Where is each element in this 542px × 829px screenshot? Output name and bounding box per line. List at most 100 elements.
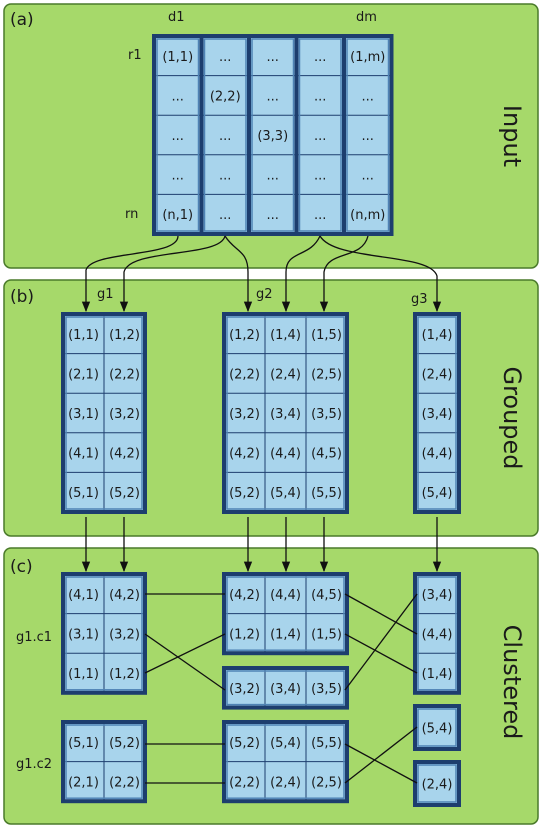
matrix-cell: (3,4) (270, 407, 301, 422)
matrix-cell: (4,2) (229, 447, 260, 462)
matrix-cell: (n,m) (350, 208, 385, 223)
panel-tag-a: (a) (10, 10, 34, 30)
matrix-cell: (2,5) (311, 367, 342, 382)
matrix-cell: (1,4) (422, 667, 453, 682)
matrix-cell: (3,5) (311, 682, 342, 697)
cluster-label-g1-c1: g1.c1 (16, 630, 52, 645)
cluster-g3a-block: (3,4)(4,4)(1,4) (413, 572, 461, 695)
matrix-cell: ... (314, 169, 326, 184)
matrix-cell: (5,4) (270, 486, 301, 501)
matrix-cell: (3,2) (109, 407, 140, 422)
matrix-cell: (4,5) (311, 447, 342, 462)
block-border (61, 720, 147, 804)
group-label-g2: g2 (256, 287, 273, 302)
block-inner-border (417, 316, 457, 510)
cells-layer: (1,1)......... (1,m)... (2,2).............… (61, 34, 461, 807)
matrix-cell: (3,1) (68, 627, 99, 642)
column-border (342, 34, 394, 236)
input-to-grouped-connectors (81, 235, 442, 313)
matrix-cell: (1,1) (68, 328, 99, 343)
matrix-cell: (4,2) (109, 447, 140, 462)
group-g3-block-bg (415, 314, 459, 512)
matrix-cell: (5,2) (229, 736, 260, 751)
matrix-cell: (4,4) (270, 447, 301, 462)
panel-tag-c: (c) (10, 557, 33, 577)
matrix-cell: ... (172, 169, 184, 184)
block-inner-border (417, 764, 457, 803)
block-inner-border (226, 316, 345, 510)
matrix-cell: (5,5) (311, 486, 342, 501)
matrix-cell: (5,4) (422, 722, 453, 737)
panel-tag-b: (b) (10, 287, 34, 307)
input-col-label-last: dm (356, 10, 377, 25)
matrix-cell: (2,1) (68, 367, 99, 382)
matrix-cell: (1,4) (270, 627, 301, 642)
matrix-cell: (3,3) (257, 129, 288, 144)
link-row3-g1-g2 (144, 633, 226, 691)
cluster-g1c1-block: (4,1)(4,2)(3,1)(3,2)(1,1)(1,2) (61, 572, 147, 695)
matrix-cell: (5,2) (109, 486, 140, 501)
input-matrix-bg (154, 36, 392, 234)
matrix-cell: (5,1) (68, 736, 99, 751)
matrix-cell: ... (267, 50, 279, 65)
group-label-g3: g3 (411, 292, 428, 307)
matrix-cell: (4,4) (422, 627, 453, 642)
link-row1-g1-g2 (144, 633, 226, 674)
matrix-cell: ... (314, 208, 326, 223)
block-inner-border (65, 724, 143, 799)
block-border (222, 572, 349, 656)
matrix-cell: (1,2) (229, 328, 260, 343)
matrix-cell: (4,4) (270, 588, 301, 603)
block-inner-border (417, 576, 457, 691)
group-g3-block: (1,4)(2,4)(3,4)(4,4)(5,4) (413, 312, 461, 514)
matrix-cell: ... (172, 129, 184, 144)
input-row-label-last: rn (125, 207, 138, 222)
matrix-cell: (3,4) (422, 407, 453, 422)
matrix-cell: (1,m) (350, 50, 385, 65)
group-g2-block: (1,2)(1,4)(1,5)(2,2)(2,4)(2,5)(3,2)(3,4)… (222, 312, 349, 514)
link-row1-g2-g3 (344, 633, 418, 674)
matrix-cell: (5,2) (229, 486, 260, 501)
block-inner-border (65, 576, 143, 691)
link-row2-g2-g3 (344, 726, 418, 784)
matrix-cell: ... (219, 129, 231, 144)
cluster-g2a-block: (4,2)(4,4)(4,5)(1,2)(1,4)(1,5) (222, 572, 349, 656)
matrix-cell: (2,4) (422, 778, 453, 793)
matrix-cell: (3,1) (68, 407, 99, 422)
cluster-label-g1-c2: g1.c2 (16, 757, 52, 772)
matrix-cell: (2,4) (270, 775, 301, 790)
block-inner-border (65, 316, 143, 510)
matrix-cell: (1,2) (109, 667, 140, 682)
block-inner-border (417, 708, 457, 747)
matrix-cell: ... (267, 89, 279, 104)
link-row3-g2-g3 (344, 593, 418, 691)
input-col-label-first: d1 (168, 10, 185, 25)
matrix-cell: (5,4) (270, 736, 301, 751)
block-border (413, 704, 461, 751)
matrix-cell: ... (362, 169, 374, 184)
cluster-g1c2-block: (5,1)(5,2)(2,1)(2,2) (61, 720, 147, 804)
grouped-to-clustered-connectors (81, 517, 442, 573)
matrix-cell: (1,1) (68, 667, 99, 682)
matrix-cell: (5,4) (422, 486, 453, 501)
matrix-cell: ... (314, 50, 326, 65)
matrix-cell: (n,1) (162, 208, 193, 223)
cluster-g3c-block-bg (415, 762, 459, 805)
block-border (413, 312, 461, 514)
cluster-g3b-block: (5,4) (413, 704, 461, 751)
matrix-cell: (2,2) (229, 367, 260, 382)
matrix-cell: (2,2) (109, 367, 140, 382)
block-border (413, 760, 461, 807)
connector-d1-g1a (81, 235, 179, 313)
matrix-cell: (4,1) (68, 588, 99, 603)
matrix-cell: ... (314, 129, 326, 144)
block-border (61, 312, 147, 514)
matrix-cell: (2,4) (270, 367, 301, 382)
matrix-cell: (2,1) (68, 775, 99, 790)
matrix-cell: (1,4) (422, 328, 453, 343)
group-g2-block-bg (224, 314, 347, 512)
matrix-cell: (4,4) (422, 447, 453, 462)
column-inner-border (156, 38, 200, 232)
matrix-cell: (1,4) (270, 328, 301, 343)
